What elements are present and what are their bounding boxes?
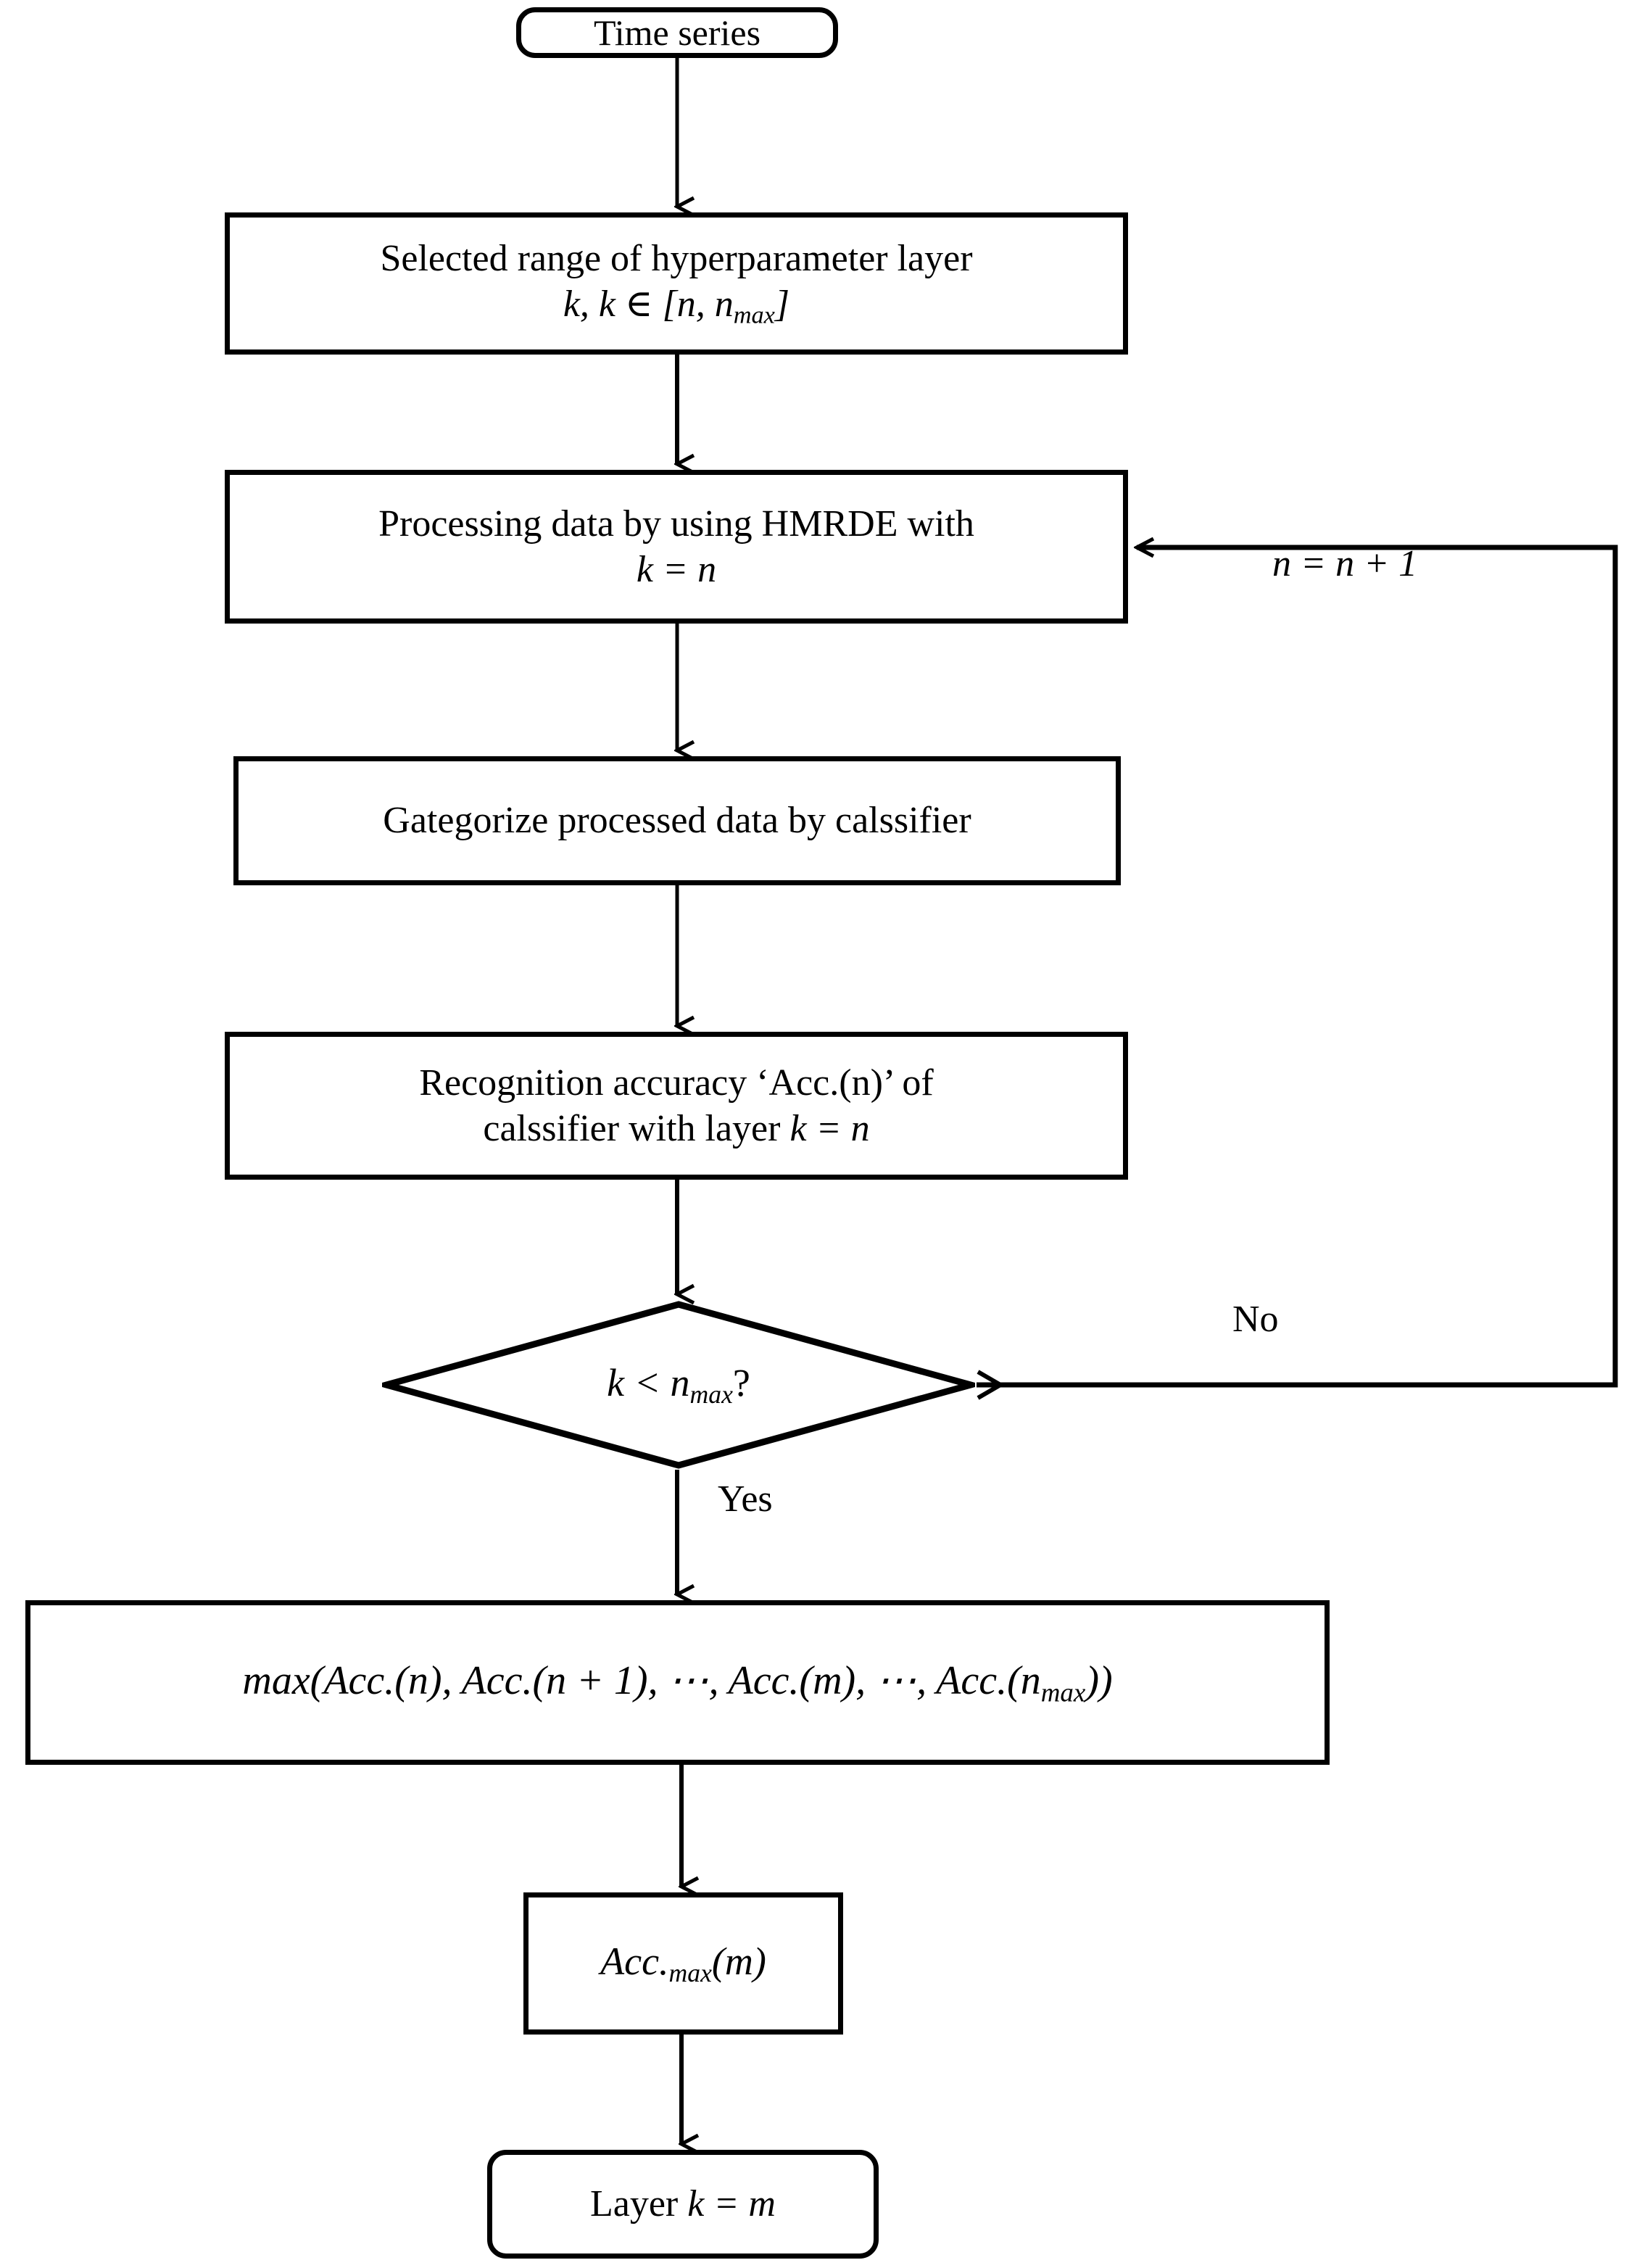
node-categorize-data[interactable]: Gategorize processed data by calssifier xyxy=(233,756,1121,885)
node-processing-data-line1: Processing data by using HMRDE with xyxy=(378,502,974,545)
node-selected-range-line2: k, k ∈ [n, nmax] xyxy=(563,284,790,330)
node-selected-range[interactable]: Selected range of hyperparameter layer k… xyxy=(225,212,1128,355)
arrowhead-no-branch xyxy=(977,1370,1005,1400)
node-decision-math: k < nmax? xyxy=(607,1361,750,1409)
node-decision-label: k < nmax? xyxy=(382,1300,975,1470)
node-processing-data-text: Processing data by using HMRDE with k = … xyxy=(230,501,1123,593)
node-selected-range-line1: Selected range of hyperparameter layer xyxy=(380,238,973,280)
node-max-formula[interactable]: max(Acc.(n), Acc.(n + 1), ⋯, Acc.(m), ⋯,… xyxy=(25,1600,1330,1765)
node-categorize-data-label: Gategorize processed data by calssifier xyxy=(383,800,971,842)
node-selected-range-text: Selected range of hyperparameter layer k… xyxy=(230,236,1123,331)
node-time-series-label: Time series xyxy=(593,12,761,53)
node-processing-data-line2: k = n xyxy=(636,549,717,590)
diamond-shape xyxy=(382,1301,975,1469)
node-recognition-accuracy-line1: Recognition accuracy ‘Acc.(n)’ of xyxy=(419,1061,934,1104)
node-layer-result-text: Layer k = m xyxy=(590,2183,776,2225)
node-time-series[interactable]: Time series xyxy=(516,7,838,58)
node-recognition-accuracy-line2: calssifier with layer k = n xyxy=(483,1108,870,1149)
edge-label-no: No xyxy=(1232,1299,1279,1340)
node-recognition-accuracy[interactable]: Recognition accuracy ‘Acc.(n)’ of calssi… xyxy=(225,1032,1128,1180)
node-recognition-accuracy-text: Recognition accuracy ‘Acc.(n)’ of calssi… xyxy=(230,1060,1123,1152)
node-processing-data[interactable]: Processing data by using HMRDE with k = … xyxy=(225,470,1128,624)
edge-decision-no-loop xyxy=(977,547,1618,1388)
edge-label-increment: n = n + 1 xyxy=(1272,543,1418,584)
edge-label-yes: Yes xyxy=(718,1478,773,1520)
node-max-formula-text: max(Acc.(n), Acc.(n + 1), ⋯, Acc.(m), ⋯,… xyxy=(242,1658,1113,1708)
node-acc-max[interactable]: Acc.max(m) xyxy=(523,1892,843,2035)
node-layer-result[interactable]: Layer k = m xyxy=(487,2150,879,2259)
node-decision-k-less-than-nmax[interactable]: k < nmax? xyxy=(382,1300,975,1470)
node-acc-max-text: Acc.max(m) xyxy=(600,1939,766,1987)
